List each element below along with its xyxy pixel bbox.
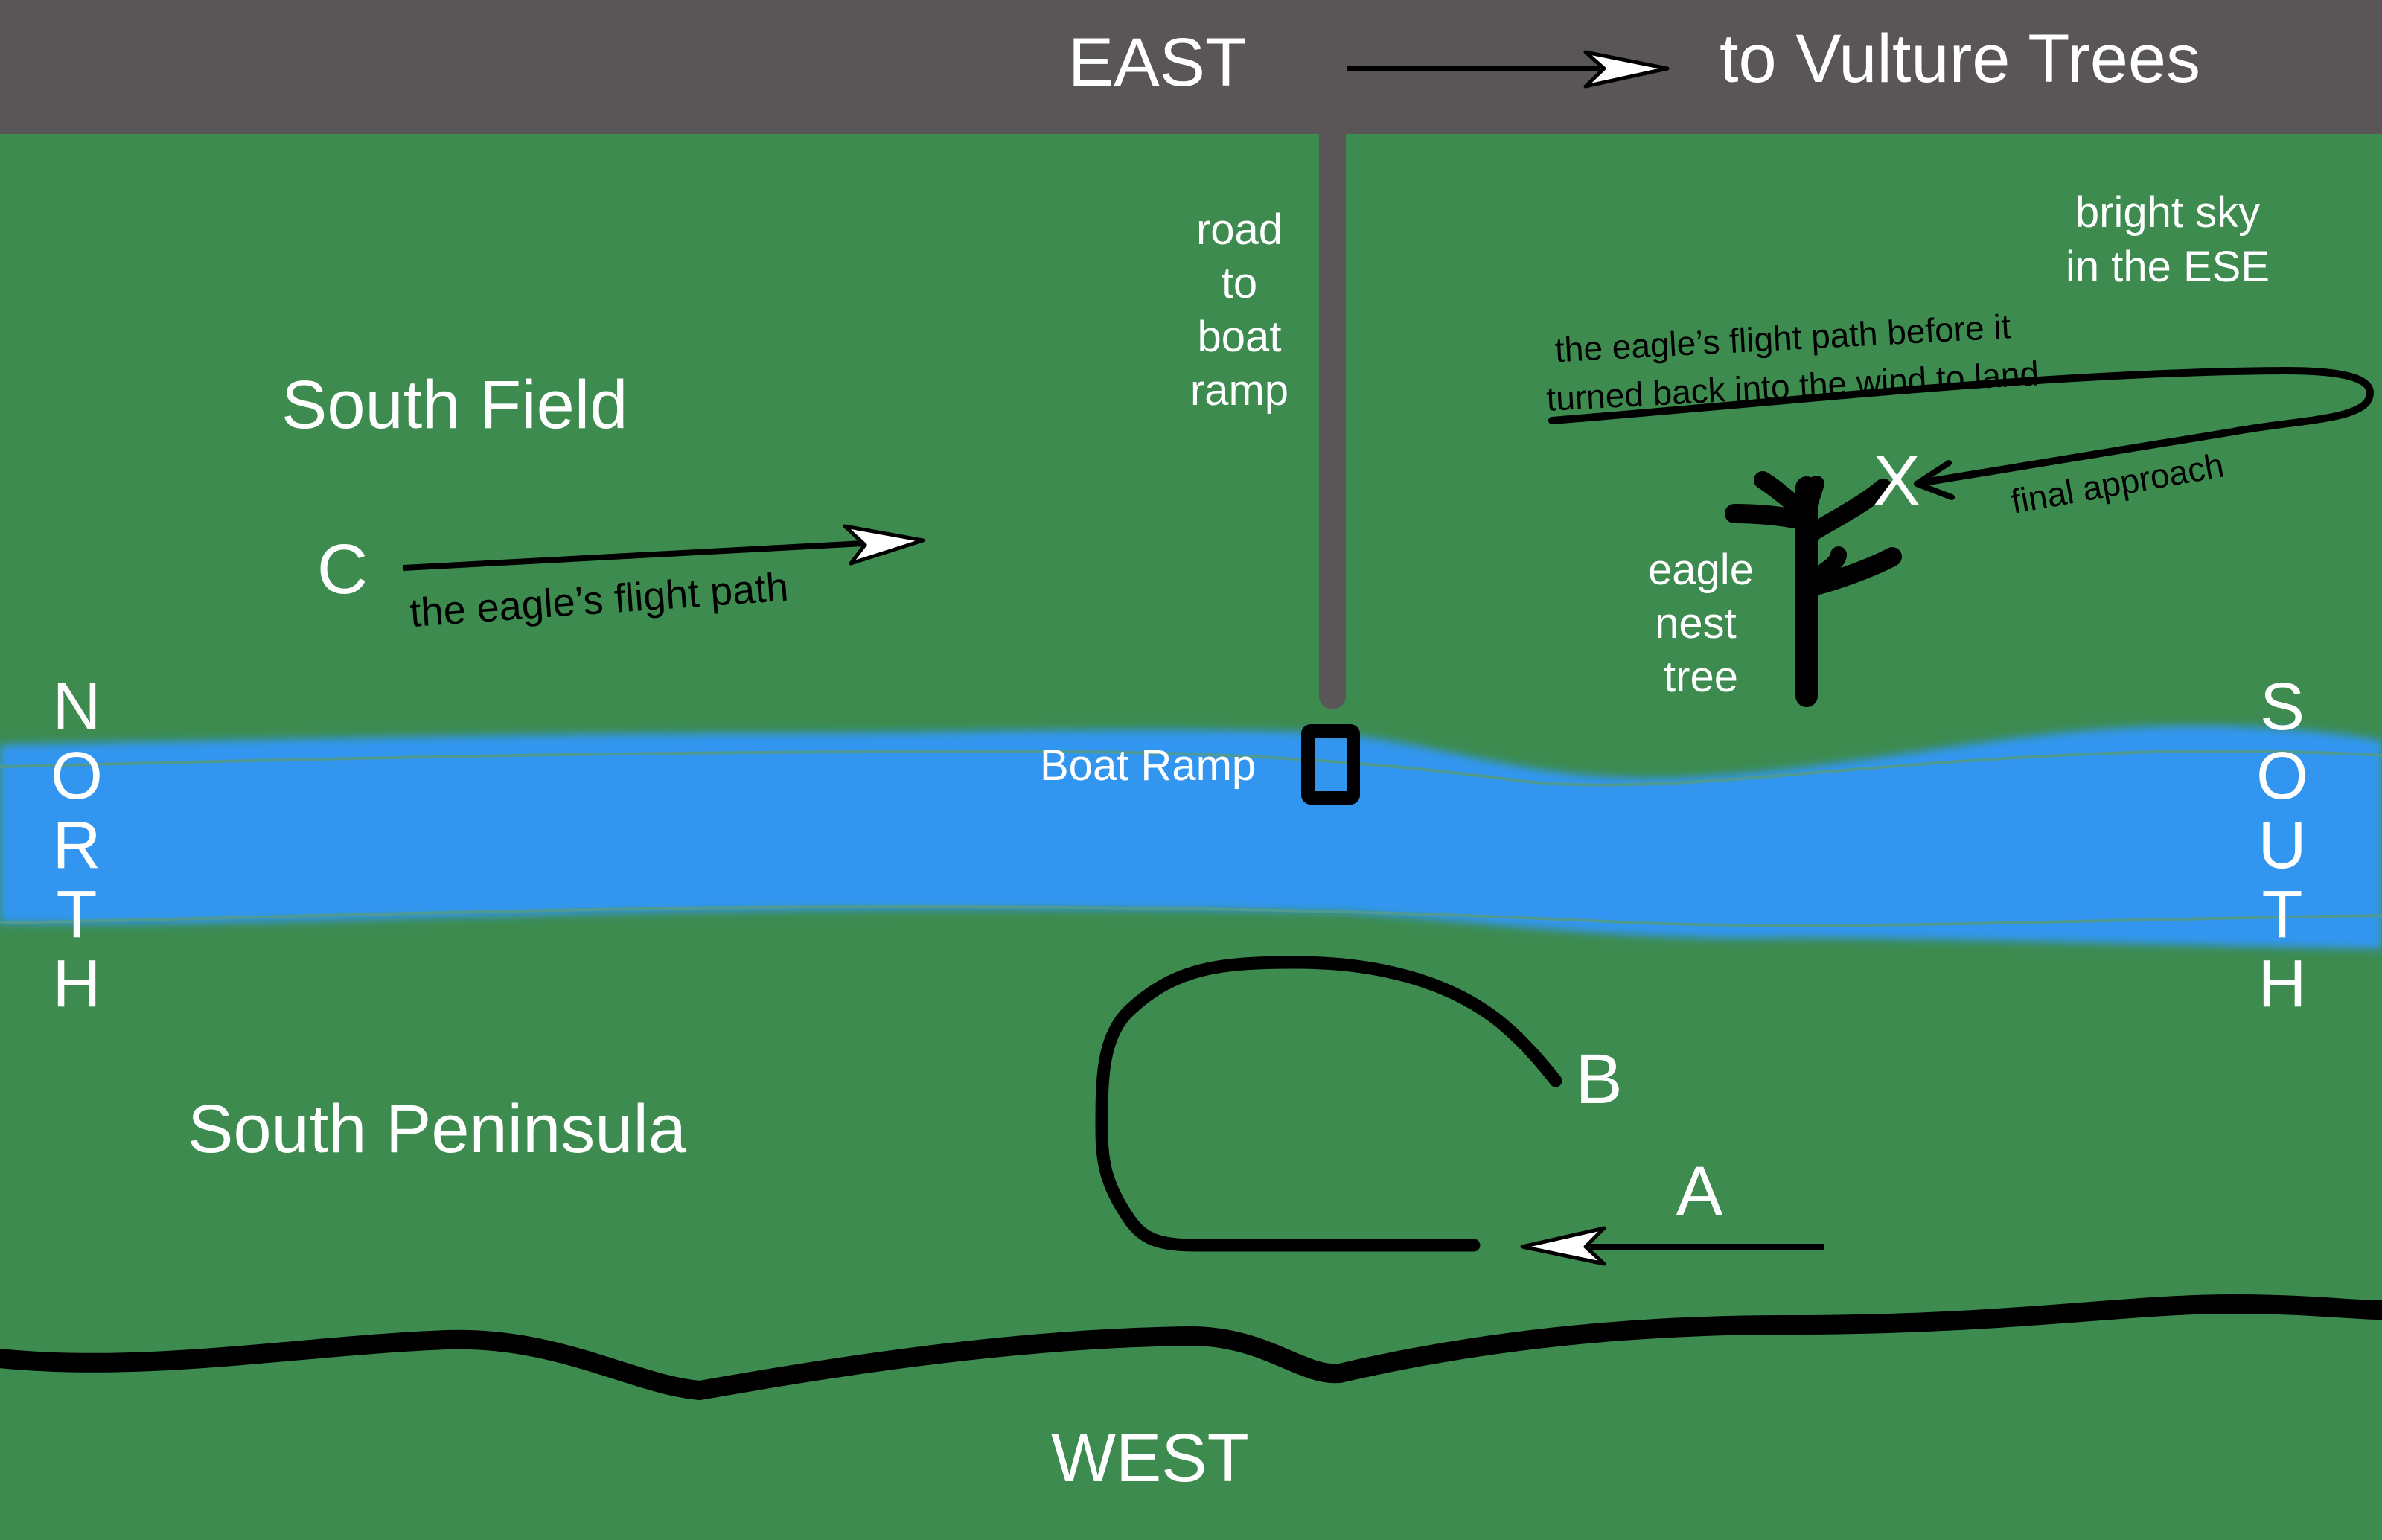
river-bank-line-lower (0, 904, 2382, 927)
north-letter: R (53, 808, 101, 883)
south-label: S O U T H (2256, 670, 2308, 1021)
boat-ramp-label: Boat Ramp (1040, 741, 1256, 790)
tree-icon (1725, 471, 1902, 707)
nest-tree-label: eagle nest tree (1648, 546, 1754, 701)
nest-tree-line: eagle (1648, 546, 1754, 594)
east-label: EAST (1068, 25, 1247, 100)
north-letter: O (51, 739, 103, 814)
bright-sky-label: bright sky in the ESE (2066, 188, 2270, 291)
south-peninsula-label: South Peninsula (188, 1091, 687, 1167)
river (0, 726, 2382, 949)
road-label-line: ramp (1190, 366, 1289, 415)
point-b-label: B (1575, 1040, 1622, 1119)
point-x-label: X (1873, 441, 1920, 520)
south-letter: S (2260, 670, 2305, 744)
boat-ramp-icon (1301, 724, 1360, 805)
nest-tree-line: tree (1664, 653, 1738, 701)
north-letter: H (53, 947, 101, 1021)
north-letter: T (57, 878, 98, 952)
south-letter: O (2256, 739, 2308, 814)
road-label: road to boat ramp (1190, 205, 1289, 415)
south-letter: U (2258, 808, 2307, 883)
nest-tree-line: nest (1655, 599, 1737, 648)
north-label: N O R T H (51, 670, 103, 1021)
top-road (0, 0, 2382, 134)
flight-path-a-to-b (1095, 956, 1562, 1252)
bright-sky-line: in the ESE (2066, 243, 2270, 291)
south-field-label: South Field (281, 367, 628, 443)
arrow-right-icon (403, 524, 925, 571)
final-approach-arrowhead-icon (1914, 460, 1955, 500)
point-c-label: C (317, 530, 368, 609)
bright-sky-line: bright sky (2075, 188, 2260, 237)
south-letter: H (2258, 947, 2307, 1021)
destination-label: to Vulture Trees (1720, 21, 2200, 97)
road-label-line: boat (1198, 313, 1282, 361)
road-label-line: road (1196, 205, 1283, 254)
south-letter: T (2262, 878, 2303, 952)
west-shoreline (0, 1294, 2382, 1401)
west-label: WEST (1051, 1420, 1249, 1496)
point-a-label: A (1676, 1152, 1723, 1231)
arrow-right-icon (1347, 50, 1670, 89)
north-letter: N (53, 670, 101, 744)
river-bank-line-upper (0, 750, 2382, 787)
arrow-left-icon (1520, 1226, 1824, 1266)
road-label-line: to (1222, 259, 1257, 307)
flight-path-before-landing (1548, 366, 2374, 486)
